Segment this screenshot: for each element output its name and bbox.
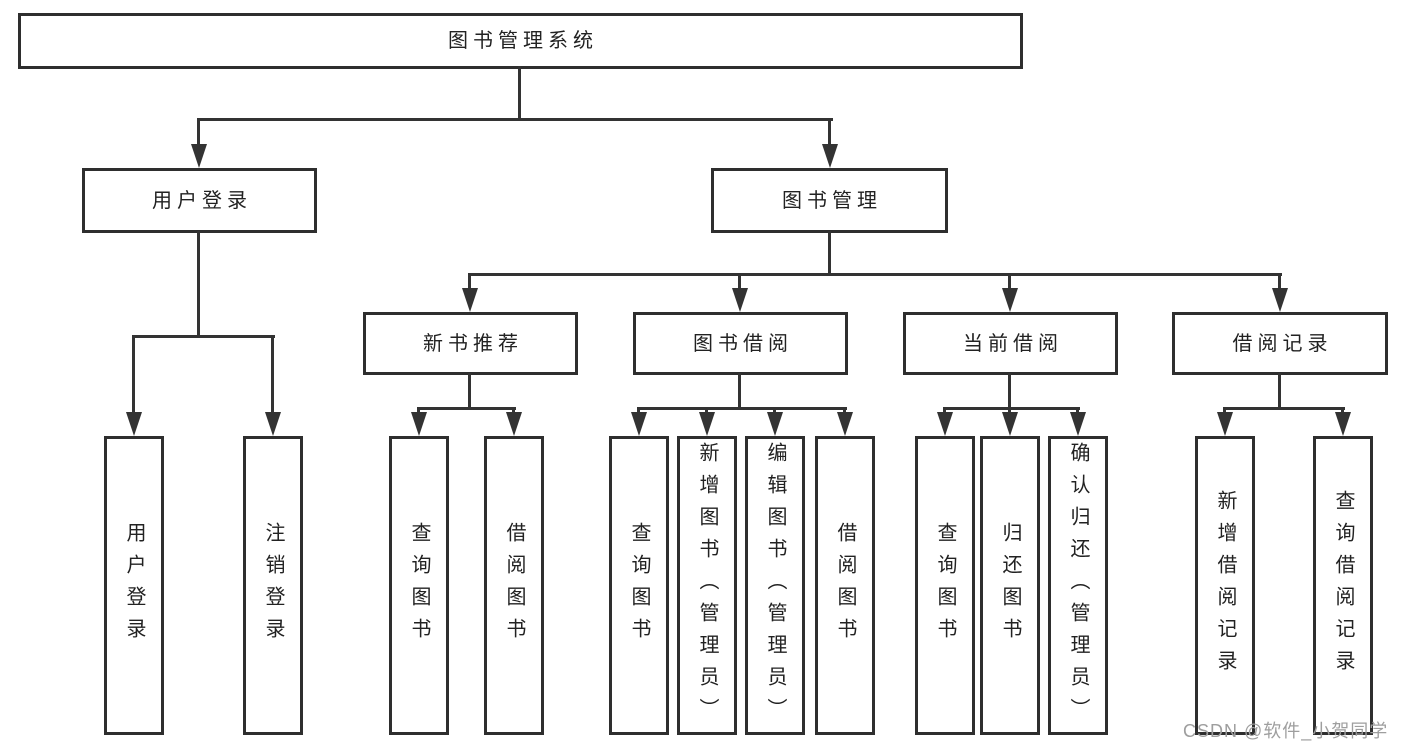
arrow-down-icon bbox=[265, 412, 281, 436]
connector-newbook-rail bbox=[417, 407, 516, 410]
node-label: 当前借阅 bbox=[963, 332, 1063, 355]
connector-user-login-rail bbox=[132, 335, 275, 338]
connector-leaf-stem bbox=[705, 407, 708, 416]
connector-records-down bbox=[1278, 373, 1281, 407]
arrow-down-icon bbox=[837, 412, 853, 436]
connector-root-rail bbox=[197, 118, 833, 121]
connector-l3-stem bbox=[738, 273, 741, 292]
arrow-down-icon bbox=[191, 144, 207, 168]
arrow-down-icon bbox=[1335, 412, 1351, 436]
node-book-management-system: 图书管理系统 bbox=[18, 13, 1023, 69]
connector-leaf-stem bbox=[1008, 407, 1011, 416]
leaf-return-books: 归还图书 bbox=[980, 436, 1040, 735]
connector-leaf-stem bbox=[1341, 407, 1344, 416]
connector-records-rail bbox=[1223, 407, 1345, 410]
leaf-borrow-books-2: 借阅图书 bbox=[815, 436, 875, 735]
node-book-borrowing: 图书借阅 bbox=[633, 312, 848, 375]
leaf-add-books-admin: 新增图书（管理员） bbox=[677, 436, 737, 735]
leaf-query-books-3: 查询图书 bbox=[915, 436, 975, 735]
leaf-query-books-1: 查询图书 bbox=[389, 436, 449, 735]
leaf-query-books-2: 查询图书 bbox=[609, 436, 669, 735]
leaf-label: 确认归还（管理员） bbox=[1067, 441, 1089, 730]
leaf-label: 新增借阅记录 bbox=[1214, 489, 1236, 682]
connector-leaf-stem bbox=[1223, 407, 1226, 416]
csdn-watermark: CSDN @软件_小贺同学 bbox=[1183, 721, 1389, 741]
leaf-label: 注销登录 bbox=[262, 521, 284, 650]
connector-l3-stem bbox=[1278, 273, 1281, 292]
node-label: 用户登录 bbox=[152, 189, 252, 212]
connector-borrowing-down bbox=[738, 373, 741, 407]
connector-leaf-stem bbox=[637, 407, 640, 416]
leaf-label: 借阅图书 bbox=[834, 521, 856, 650]
leaf-add-borrow-record: 新增借阅记录 bbox=[1195, 436, 1255, 735]
connector-leaf-stem bbox=[843, 407, 846, 416]
connector-l3-stem bbox=[1008, 273, 1011, 292]
node-new-book-recommendation: 新书推荐 bbox=[363, 312, 578, 375]
node-borrowing-records: 借阅记录 bbox=[1172, 312, 1388, 375]
connector-leaf-stem bbox=[417, 407, 420, 416]
leaf-label: 查询借阅记录 bbox=[1332, 489, 1354, 682]
node-label: 借阅记录 bbox=[1232, 332, 1333, 355]
arrow-down-icon bbox=[767, 412, 783, 436]
arrow-down-icon bbox=[1272, 288, 1288, 312]
node-label: 图书管理系统 bbox=[448, 30, 598, 52]
leaf-user-login: 用户登录 bbox=[104, 436, 164, 735]
node-label: 新书推荐 bbox=[423, 332, 523, 355]
node-current-borrowing: 当前借阅 bbox=[903, 312, 1118, 375]
arrow-down-icon bbox=[506, 412, 522, 436]
connector-current-rail bbox=[943, 407, 1080, 410]
leaf-label: 新增图书（管理员） bbox=[696, 441, 718, 730]
connector-user-login-down bbox=[197, 231, 200, 335]
connector-newbook-down bbox=[468, 373, 471, 407]
connector-leaf-stem bbox=[512, 407, 515, 416]
arrow-down-icon bbox=[126, 412, 142, 436]
arrow-down-icon bbox=[822, 144, 838, 168]
arrow-down-icon bbox=[699, 412, 715, 436]
node-user-login: 用户登录 bbox=[82, 168, 317, 233]
connector-leaf-stem bbox=[773, 407, 776, 416]
connector-leaf-stem bbox=[271, 335, 274, 416]
connector-l3-stem bbox=[468, 273, 471, 292]
leaf-confirm-return-admin: 确认归还（管理员） bbox=[1048, 436, 1108, 735]
leaf-label: 查询图书 bbox=[408, 521, 430, 650]
arrow-down-icon bbox=[732, 288, 748, 312]
connector-root-stem bbox=[518, 66, 521, 120]
leaf-label: 借阅图书 bbox=[503, 521, 525, 650]
arrow-down-icon bbox=[1217, 412, 1233, 436]
arrow-down-icon bbox=[937, 412, 953, 436]
connector-book-management-down bbox=[828, 231, 831, 273]
leaf-logout: 注销登录 bbox=[243, 436, 303, 735]
arrow-down-icon bbox=[631, 412, 647, 436]
leaf-borrow-books-1: 借阅图书 bbox=[484, 436, 544, 735]
connector-leaf-stem bbox=[1076, 407, 1079, 416]
node-label: 图书管理 bbox=[782, 189, 882, 212]
connector-book-management-rail bbox=[468, 273, 1282, 276]
arrow-down-icon bbox=[462, 288, 478, 312]
leaf-query-borrow-record: 查询借阅记录 bbox=[1313, 436, 1373, 735]
connector-book-management-stem bbox=[828, 118, 831, 148]
arrow-down-icon bbox=[1002, 288, 1018, 312]
arrow-down-icon bbox=[1070, 412, 1086, 436]
connector-borrowing-rail bbox=[637, 407, 847, 410]
connector-current-down bbox=[1008, 373, 1011, 407]
leaf-label: 用户登录 bbox=[123, 521, 145, 650]
leaf-label: 查询图书 bbox=[934, 521, 956, 650]
connector-leaf-stem bbox=[943, 407, 946, 416]
leaf-label: 归还图书 bbox=[999, 521, 1021, 650]
arrow-down-icon bbox=[411, 412, 427, 436]
leaf-label: 编辑图书（管理员） bbox=[764, 441, 786, 730]
leaf-label: 查询图书 bbox=[628, 521, 650, 650]
node-label: 图书借阅 bbox=[693, 332, 793, 355]
connector-leaf-stem bbox=[132, 335, 135, 416]
leaf-edit-books-admin: 编辑图书（管理员） bbox=[745, 436, 805, 735]
connector-user-login-stem bbox=[197, 118, 200, 148]
arrow-down-icon bbox=[1002, 412, 1018, 436]
node-book-management: 图书管理 bbox=[711, 168, 948, 233]
